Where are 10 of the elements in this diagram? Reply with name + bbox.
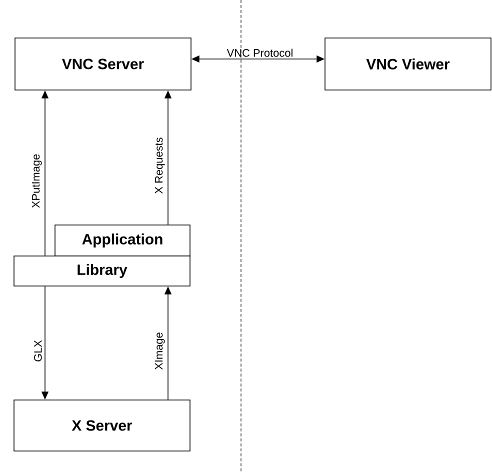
process-box: Application — [54, 224, 190, 256]
process-box: VNC Server — [14, 38, 192, 90]
edge-label: XImage — [155, 332, 165, 370]
edge-label: XPutImage — [32, 154, 42, 208]
process-box: VNC Viewer — [324, 38, 492, 90]
edge-label: X Requests — [155, 138, 165, 194]
process-box: X Server — [14, 400, 190, 452]
edge-label: GLX — [34, 340, 42, 362]
process-box: Library — [14, 256, 190, 286]
edge-label: VNC Protocol — [226, 48, 292, 57]
